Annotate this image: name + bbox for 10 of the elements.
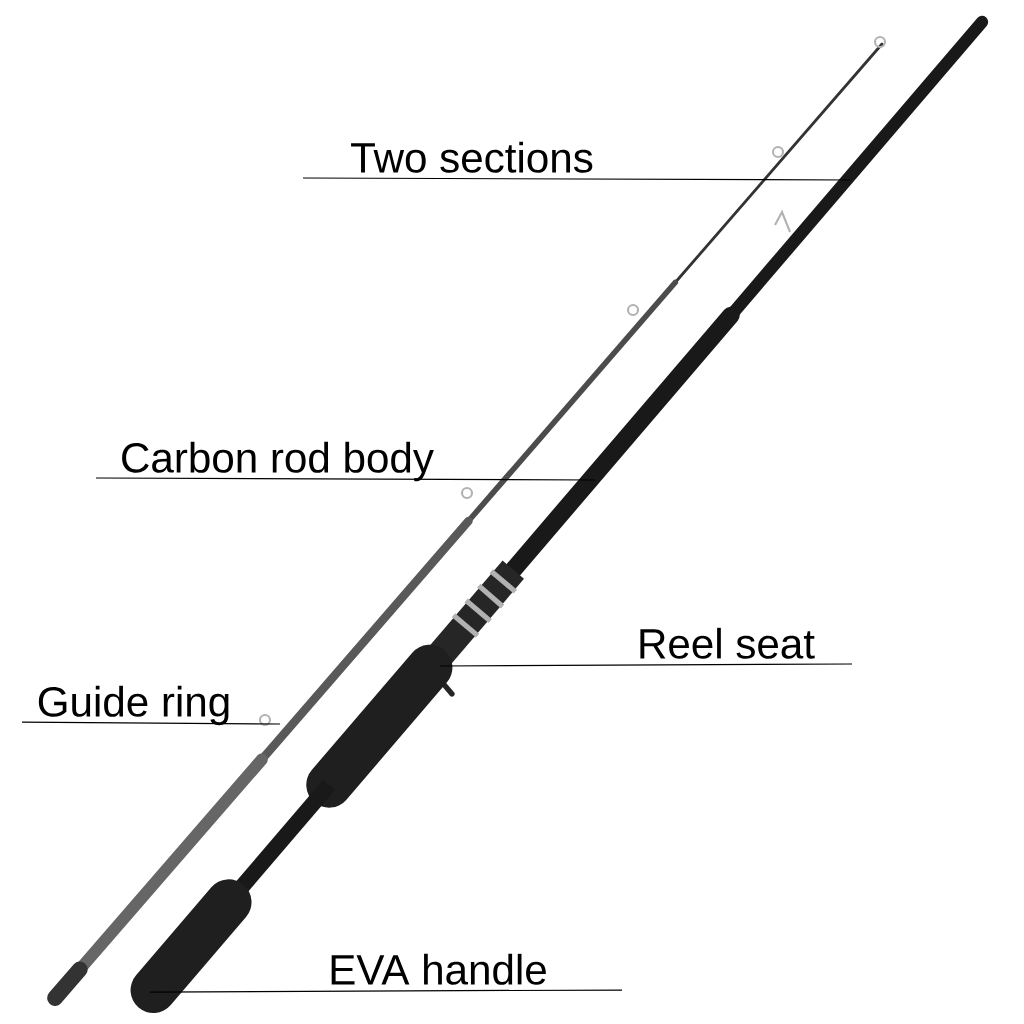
leader-line [21, 721, 281, 725]
leader-line [302, 177, 851, 181]
label-text: Two sections [351, 141, 593, 173]
leader-line [149, 989, 623, 993]
leader-line [439, 663, 853, 667]
label-text: Guide ring [38, 685, 229, 726]
label-text: EVA handle [331, 953, 546, 985]
label-text: Carbon rod body [122, 441, 434, 482]
label-text: Reel seat [640, 627, 815, 659]
leader-line [95, 477, 596, 481]
